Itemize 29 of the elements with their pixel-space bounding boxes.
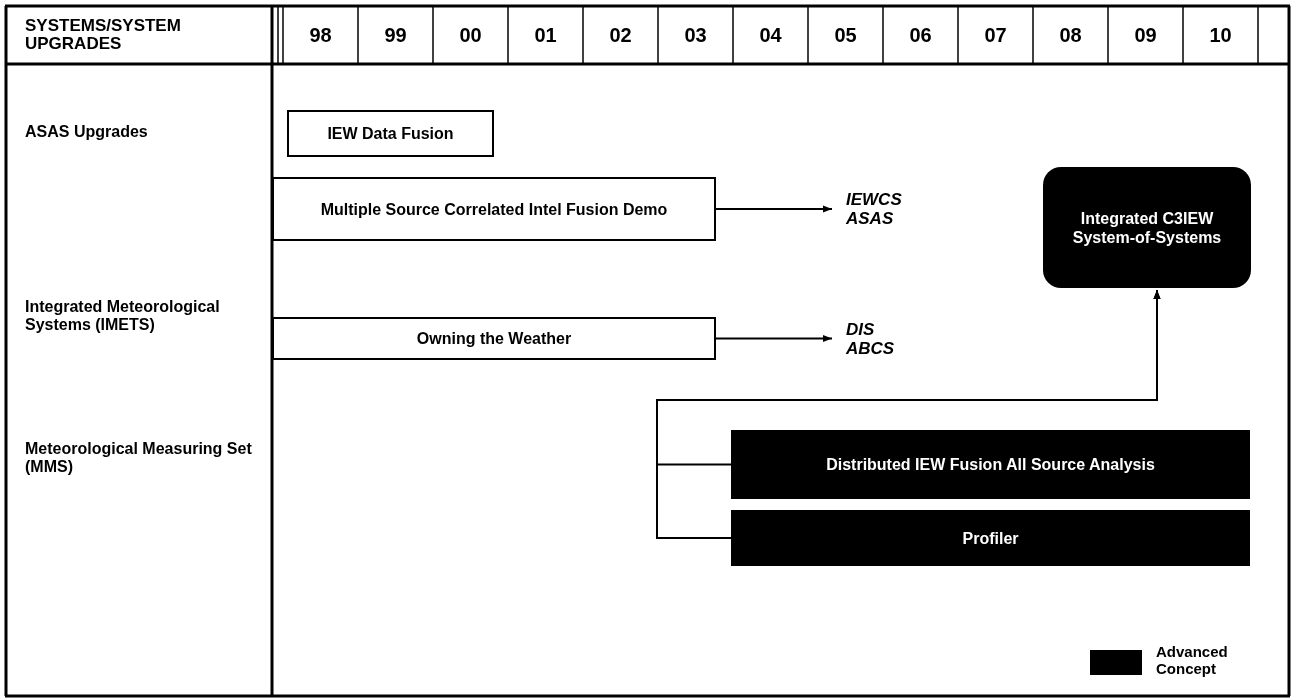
system-label: IEWCS ASAS: [836, 188, 920, 230]
year-label: 01: [533, 23, 558, 48]
arrow: [715, 205, 833, 213]
column-header: SYSTEMS/SYSTEM UPGRADES: [25, 17, 182, 53]
concept-bar: Profiler: [731, 510, 1250, 566]
concept-bar: Distributed IEW Fusion All Source Analysis: [731, 430, 1250, 499]
row-label: Meteorological Measuring Set (MMS): [25, 440, 253, 476]
arrow: [715, 334, 833, 343]
year-label: 99: [383, 23, 408, 48]
year-label: 09: [1133, 23, 1158, 48]
timeline-bar: IEW Data Fusion: [287, 110, 494, 157]
timeline-bar: Multiple Source Correlated Intel Fusion Demo: [272, 177, 716, 241]
year-label: 06: [908, 23, 933, 48]
year-label: 98: [308, 23, 333, 48]
legend-label: Advanced Concept: [1156, 643, 1229, 677]
year-label: 02: [608, 23, 633, 48]
year-label: 05: [833, 23, 858, 48]
arrow: [656, 289, 1161, 539]
concept-box: Integrated C3IEW System-of-Systems: [1043, 167, 1251, 288]
year-label: 07: [983, 23, 1008, 48]
year-label: 04: [758, 23, 783, 48]
year-label: 10: [1208, 23, 1233, 48]
row-label: ASAS Upgrades: [25, 123, 149, 141]
year-label: 00: [458, 23, 483, 48]
row-label: Integrated Meteorological Systems (IMETS): [25, 298, 221, 334]
year-label: 08: [1058, 23, 1083, 48]
system-label: DIS ABCS: [836, 318, 916, 360]
year-label: 03: [683, 23, 708, 48]
timeline-bar: Owning the Weather: [272, 317, 716, 360]
